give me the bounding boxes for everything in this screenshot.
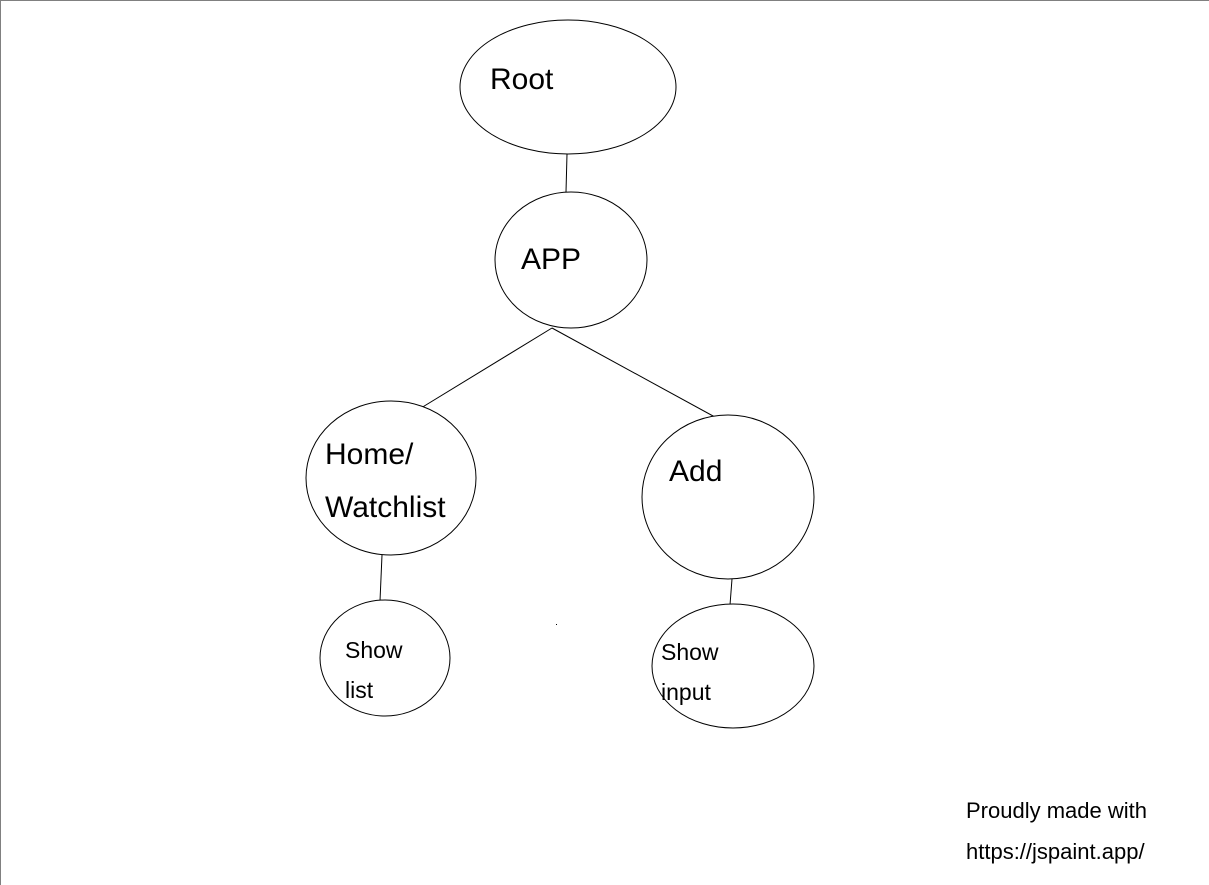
node-app-label: APP bbox=[521, 243, 581, 276]
edge-root-app bbox=[565, 153, 568, 193]
node-show-list-ellipse bbox=[319, 599, 451, 717]
edge-app-add bbox=[551, 327, 736, 429]
edge-add-show-input bbox=[729, 578, 733, 606]
node-show-input-label-line2: input bbox=[661, 679, 711, 705]
footer-credit-line2: https://jspaint.app/ bbox=[966, 839, 1145, 864]
node-app: APP bbox=[494, 191, 648, 329]
node-home-watchlist-label-line1: Home/ bbox=[325, 438, 414, 471]
node-show-list: Show list bbox=[319, 599, 451, 717]
node-app-ellipse bbox=[494, 191, 648, 329]
node-root-label: Root bbox=[490, 63, 554, 96]
node-root-ellipse bbox=[459, 19, 677, 155]
node-add-ellipse bbox=[641, 414, 815, 580]
node-show-input: Show input bbox=[651, 603, 815, 729]
node-home-watchlist-ellipse bbox=[305, 400, 477, 556]
edge-app-home bbox=[420, 327, 553, 409]
node-show-list-label-line2: list bbox=[345, 677, 374, 703]
footer-credit-line1: Proudly made with bbox=[966, 798, 1147, 823]
node-home-watchlist: Home/ Watchlist bbox=[305, 400, 477, 556]
node-add: Add bbox=[641, 414, 815, 580]
node-add-label: Add bbox=[669, 455, 722, 488]
footer-credit: Proudly made with https://jspaint.app/ bbox=[966, 798, 1147, 864]
node-root: Root bbox=[459, 19, 677, 155]
edge-home-show-list bbox=[379, 554, 383, 602]
node-show-input-label-line1: Show bbox=[661, 639, 719, 665]
node-show-list-label-line1: Show bbox=[345, 637, 403, 663]
node-show-input-ellipse bbox=[651, 603, 815, 729]
node-home-watchlist-label-line2: Watchlist bbox=[325, 491, 446, 524]
stray-dot bbox=[556, 624, 557, 625]
